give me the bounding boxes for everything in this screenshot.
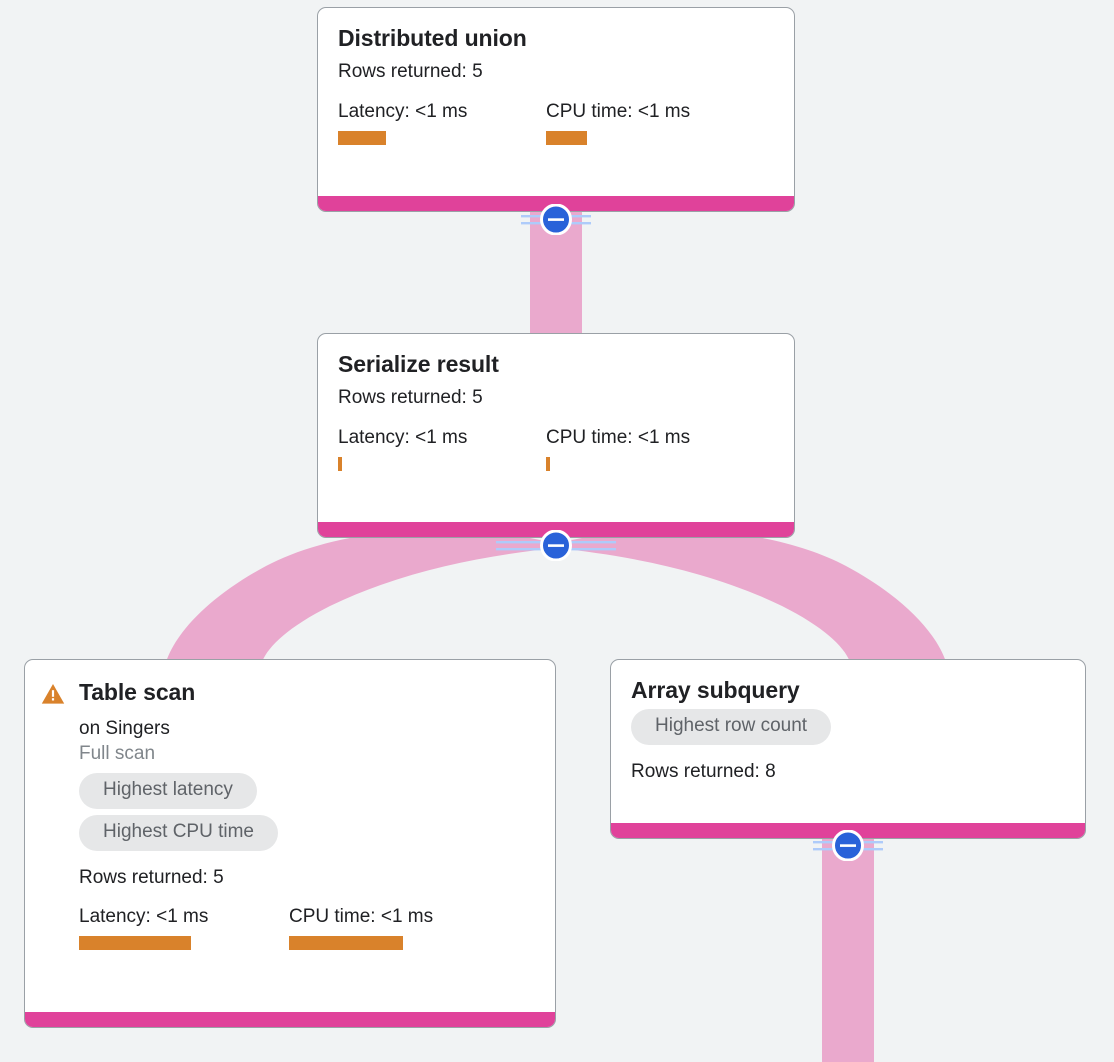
node-header: Distributed union bbox=[338, 25, 774, 51]
node-footer bbox=[25, 1012, 555, 1027]
metric-cpu-time-bar bbox=[546, 456, 550, 471]
node-header: Serialize result bbox=[338, 351, 774, 377]
metrics: Latency: <1 ms CPU time: <1 ms bbox=[79, 906, 535, 951]
metric-latency-label: Latency: <1 ms bbox=[79, 906, 209, 928]
metric-cpu-time: CPU time: <1 ms bbox=[289, 906, 434, 951]
node-body: Serialize result Rows returned: 5 Latenc… bbox=[318, 334, 794, 522]
toggle-lines-left bbox=[813, 841, 835, 851]
metric-cpu-time: CPU time: <1 ms bbox=[546, 427, 690, 471]
metric-cpu-time-label: CPU time: <1 ms bbox=[546, 427, 691, 449]
node-title: Array subquery bbox=[631, 677, 800, 703]
node-subtitle: on Singers bbox=[79, 718, 170, 740]
metric-latency: Latency: <1 ms bbox=[338, 101, 546, 145]
metric-latency: Latency: <1 ms bbox=[79, 906, 289, 951]
node-header: Table scan bbox=[41, 679, 535, 705]
rows-returned: Rows returned: 5 bbox=[338, 61, 483, 83]
toggle-lines-left bbox=[521, 215, 543, 225]
node-body: Table scan on Singers Full scan Highest … bbox=[25, 660, 555, 1012]
toggle-array-subquery[interactable] bbox=[813, 830, 883, 861]
chip-highest-row-count[interactable]: Highest row count bbox=[631, 709, 832, 746]
metric-cpu-time-label: CPU time: <1 ms bbox=[289, 906, 434, 928]
chip-list: Highest row count bbox=[631, 709, 1065, 751]
metric-cpu-time-bar bbox=[546, 130, 587, 145]
metric-latency: Latency: <1 ms bbox=[338, 427, 546, 471]
node-details: on Singers Full scan Highest latency Hig… bbox=[41, 717, 535, 951]
node-serialize-result[interactable]: Serialize result Rows returned: 5 Latenc… bbox=[317, 333, 795, 538]
edge-arraysubquery-to-child bbox=[822, 838, 874, 1062]
toggle-lines-right bbox=[569, 215, 591, 225]
node-title: Serialize result bbox=[338, 351, 499, 377]
metric-cpu-time: CPU time: <1 ms bbox=[546, 101, 690, 145]
chip-highest-cpu-time[interactable]: Highest CPU time bbox=[79, 814, 278, 851]
warning-triangle-icon bbox=[41, 684, 65, 704]
node-title: Table scan bbox=[79, 679, 196, 705]
toggle-lines-right bbox=[569, 541, 616, 551]
metrics: Latency: <1 ms CPU time: <1 ms bbox=[338, 101, 774, 145]
metric-latency-label: Latency: <1 ms bbox=[338, 101, 468, 123]
metric-latency-label: Latency: <1 ms bbox=[338, 427, 468, 449]
chip-highest-latency[interactable]: Highest latency bbox=[79, 772, 257, 809]
rows-returned: Rows returned: 8 bbox=[631, 761, 776, 783]
toggle-distributed-union[interactable] bbox=[521, 204, 591, 235]
node-distributed-union[interactable]: Distributed union Rows returned: 5 Laten… bbox=[317, 7, 795, 212]
node-body: Array subquery Highest row count Rows re… bbox=[611, 660, 1085, 823]
toggle-serialize-result[interactable] bbox=[496, 530, 616, 561]
node-body: Distributed union Rows returned: 5 Laten… bbox=[318, 8, 794, 196]
node-table-scan[interactable]: Table scan on Singers Full scan Highest … bbox=[24, 659, 556, 1028]
metric-latency-bar bbox=[79, 936, 191, 951]
chip-list: Highest latency Highest CPU time bbox=[79, 772, 535, 857]
rows-returned: Rows returned: 5 bbox=[79, 866, 224, 888]
metric-cpu-time-bar bbox=[289, 936, 403, 951]
node-subtitle-detail: Full scan bbox=[79, 743, 156, 765]
node-array-subquery[interactable]: Array subquery Highest row count Rows re… bbox=[610, 659, 1086, 839]
rows-returned: Rows returned: 5 bbox=[338, 387, 483, 409]
metric-latency-bar bbox=[338, 130, 386, 145]
metrics: Latency: <1 ms CPU time: <1 ms bbox=[338, 427, 774, 471]
toggle-lines-right bbox=[861, 841, 883, 851]
metric-latency-bar bbox=[338, 456, 342, 471]
node-header: Array subquery bbox=[631, 677, 1065, 703]
node-title: Distributed union bbox=[338, 25, 527, 51]
metric-cpu-time-label: CPU time: <1 ms bbox=[546, 101, 691, 123]
toggle-lines-left bbox=[496, 541, 543, 551]
